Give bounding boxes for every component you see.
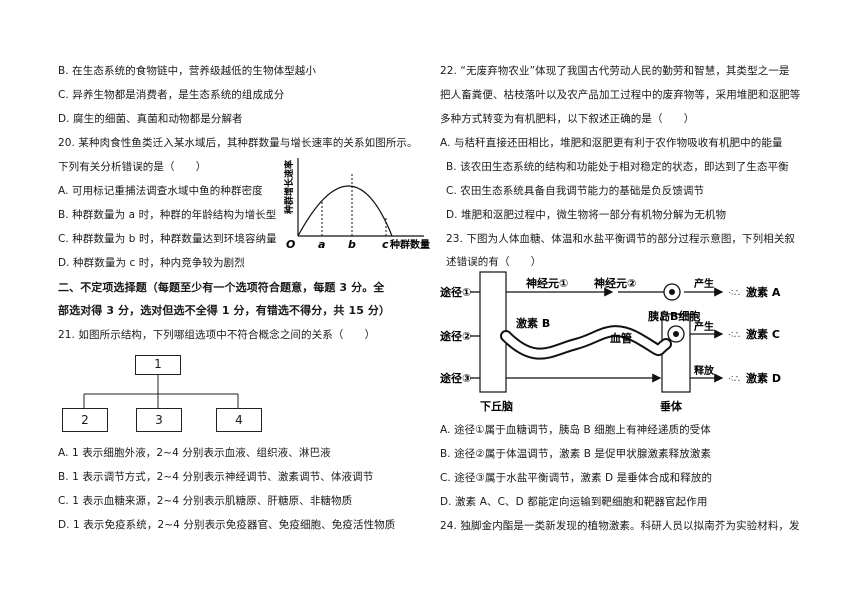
q23-option-d: D. 激素 A、C、D 都能定向运输到靶细胞和靶器官起作用 bbox=[440, 496, 708, 508]
section2-heading-line1: 二、不定项选择题（每题至少有一个选项符合题意，每题 3 分。全 bbox=[58, 281, 385, 294]
q22-option-a: A. 与秸秆直接还田相比，堆肥和沤肥更有利于农作物吸收有机肥中的能量 bbox=[440, 137, 783, 149]
svg-text:⁖∴: ⁖∴ bbox=[728, 330, 740, 341]
tick-a-label: a bbox=[318, 238, 325, 251]
hormone-d-label: 激素 D bbox=[746, 371, 781, 385]
hormone-c-label: 激素 C bbox=[746, 327, 780, 341]
islet-cell-label: 胰岛B细胞 bbox=[647, 309, 700, 323]
q21-option-a: A. 1 表示细胞外液，2~4 分别表示血液、组织液、淋巴液 bbox=[58, 447, 331, 459]
q19-option-b: B. 在生态系统的食物链中，营养级越低的生物体型越小 bbox=[58, 65, 316, 77]
tree-node-4: 4 bbox=[216, 408, 262, 432]
population-growth-graph: O a b c 种群数量 种群增长速率 bbox=[283, 158, 430, 251]
tree-node-3: 3 bbox=[136, 408, 182, 432]
neuron1-label: 神经元① bbox=[526, 276, 568, 290]
produce-label-2: 产生 bbox=[694, 320, 714, 333]
q21-option-d: D. 1 表示免疫系统，2~4 分别表示免疫器官、免疫细胞、免疫活性物质 bbox=[58, 519, 396, 531]
hormone-a-label: 激素 A bbox=[746, 285, 781, 299]
concept-tree-connectors bbox=[83, 374, 239, 408]
q21-option-b: B. 1 表示调节方式，2~4 分别表示神经调节、激素调节、体液调节 bbox=[58, 471, 374, 483]
q22-option-c: C. 农田生态系统具备自我调节能力的基础是负反馈调节 bbox=[446, 185, 705, 197]
q22-stem-line2: 把人畜粪便、枯枝落叶以及农产品加工过程中的废弃物等，采用堆肥和沤肥等 bbox=[440, 89, 801, 101]
q21-option-c: C. 1 表示血糖来源，2~4 分别表示肌糖原、肝糖原、非糖物质 bbox=[58, 495, 353, 507]
q20-option-b: B. 种群数量为 a 时，种群的年龄结构为增长型 bbox=[58, 209, 277, 221]
tree-node-1: 1 bbox=[135, 355, 181, 375]
section2-heading-line2: 部选对得 3 分，选对但选不全得 1 分，有错选不得分，共 15 分） bbox=[58, 304, 391, 317]
q21-stem: 21. 如图所示结构，下列哪组选项中不符合概念之间的关系（ ） bbox=[58, 329, 376, 341]
q22-stem-line3: 多种方式转变为有机肥料，以下叙述正确的是（ ） bbox=[440, 113, 695, 125]
q20-stem-line1: 20. 某种肉食性鱼类迁入某水域后，其种群数量与增长速率的关系如图所示。 bbox=[58, 137, 418, 149]
release-label: 释放 bbox=[694, 364, 715, 377]
y-axis-label: 种群增长速率 bbox=[283, 160, 295, 215]
q23-stem-line2: 述错误的有（ ） bbox=[446, 256, 542, 268]
path2-label: 途径② bbox=[440, 329, 471, 343]
tree-node-2: 2 bbox=[62, 408, 108, 432]
tick-c-label: c bbox=[382, 238, 389, 251]
vessel-label: 血管 bbox=[610, 331, 632, 345]
q19-option-d: D. 腐生的细菌、真菌和动物都是分解者 bbox=[58, 113, 243, 125]
neuron2-label: 神经元② bbox=[594, 276, 636, 290]
tick-b-label: b bbox=[348, 238, 356, 251]
q19-option-c: C. 异养生物都是消费者，是生态系统的组成成分 bbox=[58, 89, 285, 101]
path1-label: 途径① bbox=[440, 285, 471, 299]
q22-option-b: B. 该农田生态系统的结构和功能处于相对稳定的状态，即达到了生态平衡 bbox=[446, 161, 789, 173]
origin-label: O bbox=[286, 238, 295, 251]
q23-stem-line1: 23. 下图为人体血糖、体温和水盐平衡调节的部分过程示意图，下列相关叙 bbox=[446, 233, 796, 245]
x-axis-label: 种群数量 bbox=[389, 238, 430, 251]
q20-option-a: A. 可用标记重捕法调查水域中鱼的种群密度 bbox=[58, 185, 263, 197]
q22-stem-line1: 22. “无废弃物农业”体现了我国古代劳动人民的勤劳和智慧，其类型之一是 bbox=[440, 65, 790, 77]
produce-label-1: 产生 bbox=[694, 277, 714, 290]
q23-option-c: C. 途径③属于水盐平衡调节，激素 D 是垂体合成和释放的 bbox=[440, 472, 713, 484]
q22-option-d: D. 堆肥和沤肥过程中，微生物将一部分有机物分解为无机物 bbox=[446, 209, 727, 221]
svg-text:⁖∴: ⁖∴ bbox=[728, 288, 740, 299]
regulation-pathway-diagram: 神经元① 神经元② 激素 B 血管 胰岛B细胞 途径① 途径② 途径③ 产生 产… bbox=[440, 271, 781, 413]
hypothalamus-label: 下丘脑 bbox=[480, 399, 513, 413]
pituitary-label: 垂体 bbox=[660, 399, 683, 413]
hormone-b-label: 激素 B bbox=[516, 316, 550, 330]
q20-option-d: D. 种群数量为 c 时，种内竞争较为剧烈 bbox=[58, 257, 245, 269]
growth-curve bbox=[297, 185, 393, 237]
q23-option-b: B. 途径②属于体温调节，激素 B 是促甲状腺激素释放激素 bbox=[440, 448, 712, 460]
q23-option-a: A. 途径①属于血糖调节，胰岛 B 细胞上有神经递质的受体 bbox=[440, 424, 711, 436]
svg-text:⁖∴: ⁖∴ bbox=[728, 374, 740, 385]
q20-option-c: C. 种群数量为 b 时，种群数量达到环境容纳量 bbox=[58, 233, 277, 245]
q24-stem: 24. 独脚金内酯是一类新发现的植物激素。科研人员以拟南芥为实验材料，发 bbox=[440, 520, 800, 532]
q20-stem-line2: 下列有关分析错误的是（ ） bbox=[58, 161, 207, 173]
path3-label: 途径③ bbox=[440, 371, 471, 385]
